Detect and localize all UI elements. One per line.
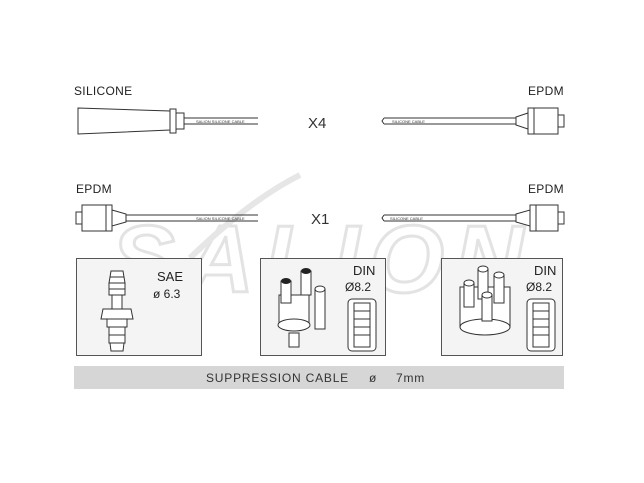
boot-collar-left-2 [175, 112, 185, 130]
din1-size: Ø8.2 [345, 280, 372, 294]
cable-row-1: SALION SILICONE CABLE SILICONE CABLE [77, 107, 565, 135]
wire-end-right [381, 117, 385, 125]
wire2-print-left: SALION SILICONE CABLE [196, 216, 245, 221]
connector-box-sae: SAE ø 6.3 [76, 258, 202, 356]
boot-collar-left [169, 108, 177, 134]
wire-print-right: SILICONE CABLE [392, 119, 425, 124]
cable-row-2: SALION SILICONE CABLE SILICONE CABLE [75, 204, 565, 232]
wire2-print-right: SILICONE CABLE [390, 216, 423, 221]
epdm-cap-left [75, 211, 83, 225]
din2-size: Ø8.2 [526, 280, 553, 294]
din1-title: DIN [353, 263, 376, 278]
epdm-boot-left [81, 204, 113, 232]
connector-box-din-2: DIN Ø8.2 [441, 258, 563, 356]
epdm-neck-right [515, 112, 529, 130]
watermark-swoosh [187, 172, 302, 261]
silicone-boot-left [77, 107, 171, 135]
epdm2-cap-right [557, 211, 565, 225]
spark-plug-terminal-icon [100, 270, 134, 352]
row2-quantity: X1 [311, 211, 330, 228]
din-boot-icon [347, 298, 377, 352]
din-boot-icon-2 [526, 298, 556, 352]
row2-right-label: EPDM [528, 182, 564, 196]
epdm-cap-right [557, 114, 565, 128]
wire-print-left: SALION SILICONE CABLE [196, 119, 245, 124]
din2-title: DIN [534, 263, 557, 278]
epdm2-neck-right [515, 209, 531, 227]
connector-box-din-1: DIN Ø8.2 [260, 258, 386, 356]
footer-value: 7mm [396, 371, 426, 385]
row1-quantity: X4 [308, 115, 327, 132]
row1-right-label: EPDM [528, 84, 564, 98]
footer-label: SUPPRESSION CABLE [206, 371, 349, 385]
row2-left-label: EPDM [76, 182, 112, 196]
footer-diameter-symbol: ø [369, 371, 378, 385]
sae-title: SAE [157, 269, 184, 284]
epdm-boot-right [527, 107, 559, 135]
distributor-cap-icon [277, 268, 326, 348]
row1-left-label: SILICONE [74, 84, 133, 98]
epdm-neck-left [111, 209, 127, 227]
epdm2-boot-right [529, 204, 559, 232]
wire2-end-right [381, 214, 385, 222]
suppression-cable-bar: SUPPRESSION CABLE ø 7mm [74, 366, 564, 389]
distributor-cap-multi-icon [459, 265, 511, 336]
sae-size: ø 6.3 [153, 287, 181, 301]
